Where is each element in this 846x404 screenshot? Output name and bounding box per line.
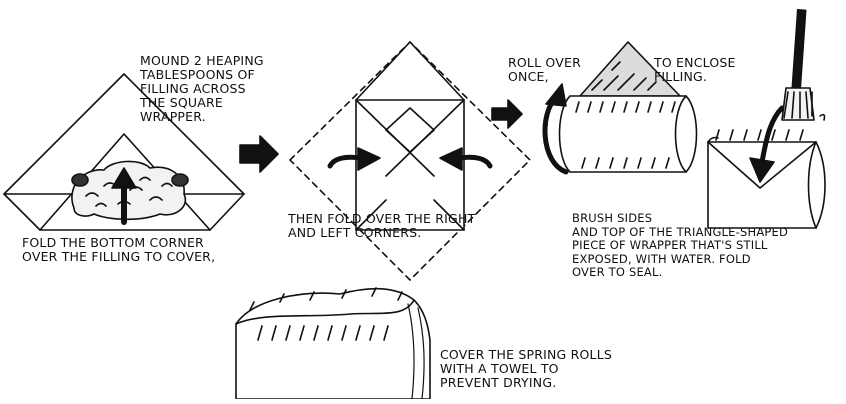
next-step-arrow-icon bbox=[240, 136, 278, 172]
step-mound-caption: Mound 2 heaping tablespoons of filling a… bbox=[140, 54, 264, 124]
pastry-brush-icon bbox=[782, 10, 825, 120]
step-enclose-caption: to enclose filling. bbox=[654, 56, 736, 84]
step-cover-caption: Cover the spring rolls with a towel to p… bbox=[440, 348, 612, 390]
step-brush-caption: Brush sides and top of the triangle-shap… bbox=[572, 212, 788, 280]
step-fold-bottom-caption: Fold the bottom corner over the filling … bbox=[22, 236, 215, 264]
step-roll-over-caption: Roll over once, bbox=[508, 56, 581, 84]
step-fold-sides-caption: Then fold over the right and left corner… bbox=[288, 212, 475, 240]
towel-cover-step5 bbox=[236, 288, 430, 399]
wrapper-folded-step2 bbox=[290, 42, 530, 280]
next-step-arrow-icon bbox=[492, 100, 522, 128]
filling-mound bbox=[72, 161, 188, 219]
